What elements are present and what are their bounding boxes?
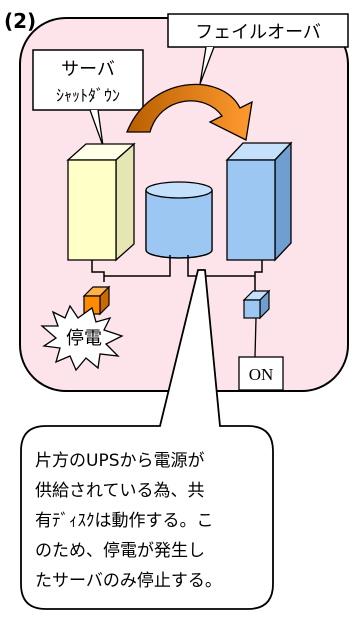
left-ups xyxy=(82,285,111,316)
failover-label-box xyxy=(167,13,349,48)
step-label: (2) xyxy=(4,9,36,33)
failover-label: フェイルオーバ xyxy=(195,22,321,43)
power-connections xyxy=(91,255,263,292)
server-shutdown-label-box xyxy=(32,49,144,111)
right-server xyxy=(225,141,293,262)
on-label-box xyxy=(238,356,284,391)
server-label-line2: ｼｬｯﾄﾀﾞｳﾝ xyxy=(56,86,120,105)
explanation-line: 有ﾃﾞｨｽｸは動作する。こ xyxy=(35,511,214,531)
failover-arrow xyxy=(126,83,253,141)
explanation-text: 片方のUPSから電源が 供給されている為、共 有ﾃﾞｨｽｸは動作する。こ のため… xyxy=(35,451,222,591)
power-outage-burst xyxy=(40,304,124,372)
right-ups xyxy=(242,289,271,320)
on-pointer xyxy=(254,317,257,358)
server-label-line1: サーバ xyxy=(61,59,115,80)
explanation-line: 片方のUPSから電源が xyxy=(35,451,205,471)
left-server xyxy=(66,142,136,262)
power-outage-label: 停電 xyxy=(66,328,102,349)
explanation-line: のため、停電が発生し xyxy=(35,541,205,561)
explanation-line: 供給されている為、共 xyxy=(35,481,205,501)
explanation-line: たサーバのみ停止する。 xyxy=(35,571,222,591)
shared-disk xyxy=(145,181,213,259)
explanation-callout xyxy=(20,269,274,610)
on-label: ON xyxy=(249,365,274,384)
